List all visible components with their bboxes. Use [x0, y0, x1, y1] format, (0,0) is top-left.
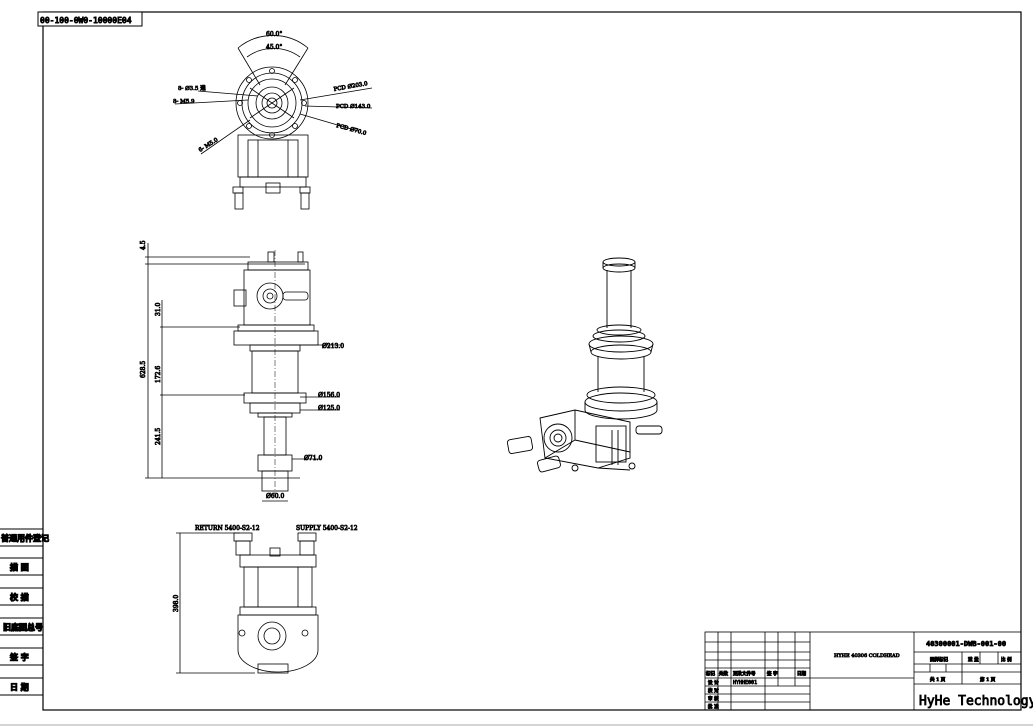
sheet-border — [42, 11, 1022, 711]
angle-60-label: 60.0° — [266, 31, 282, 38]
hole-callout-3: 6- M5.0 — [198, 137, 220, 154]
drawing-number: 40300001-DWB-001-00 — [926, 640, 1006, 648]
strip-label-4: 签 字 — [9, 652, 29, 662]
dia-60-label: Ø60.0 — [266, 493, 284, 500]
dim-top-label: 4.5 — [140, 240, 147, 250]
row-reviewer: 审 核 — [708, 695, 719, 702]
hole-callout-2: 8- M5.9 — [173, 99, 195, 105]
title-block: 标记 处数 更改文件号 签 字 日期 设 计 HYHHE001 校 对 审 核 … — [704, 631, 1033, 711]
row-checker: 校 对 — [708, 687, 719, 694]
supply-port-label: SUPPLY 5400-S2-12 — [296, 525, 358, 532]
dia-71-label: Ø71.0 — [304, 455, 322, 462]
rev-header-3: 签 字 — [766, 670, 778, 677]
rev-header-0: 标记 — [705, 670, 715, 677]
rev-header-2: 更改文件号 — [733, 670, 756, 677]
sheet-current: 第 1 页 — [980, 676, 996, 683]
dia-213-label: Ø213.0 — [322, 343, 344, 350]
tb-header-mark: 图样标记 — [930, 656, 948, 663]
isometric-view — [506, 257, 663, 473]
pcd-203-label: PCD Ø203.0 — [333, 80, 369, 93]
top-view: 60.0° 45.0° — [173, 31, 373, 210]
strip-label-1: 描 图 — [10, 562, 29, 572]
left-registration-strip: 普通用件登记 描 图 校 描 旧底图总号 签 字 日 期 — [0, 528, 50, 710]
svg-text:00-100-0W0-10000E04: 00-100-0W0-10000E04 — [40, 16, 132, 25]
row-designer: 设 计 — [708, 679, 719, 686]
tb-header-weight: 重 量 — [968, 656, 979, 663]
strip-label-5: 日 期 — [10, 682, 29, 692]
side-view: 4.5 31.0 628.5 172.6 241.5 Ø213.0 Ø156.0 — [140, 240, 345, 502]
pcd-70-label: PCD Ø70.0 — [335, 122, 367, 137]
sheet-total: 共 1 页 — [930, 676, 946, 683]
strip-label-2: 校 描 — [10, 592, 29, 602]
drawing-number-box: 00-100-0W0-10000E04 — [37, 11, 143, 27]
angle-45-label: 45.0° — [266, 44, 282, 51]
rev-header-4: 日期 — [797, 670, 806, 677]
strip-label-3: 旧底图总号 — [3, 622, 43, 632]
bottom-view: RETURN 5400-S2-12 SUPPLY 5400-S2-12 398.… — [173, 525, 358, 674]
dim-mid-label: 172.6 — [155, 366, 162, 383]
drawing-title: HYHE 40306 COLDHEAD — [834, 653, 900, 659]
dim-lower-label: 241.5 — [155, 428, 162, 445]
strip-label-0: 普通用件登记 — [1, 533, 49, 543]
dim-step-label: 31.0 — [155, 302, 162, 316]
pcd-143-label: PCD Ø143.0 — [336, 103, 371, 110]
dia-156-label: Ø156.0 — [318, 392, 340, 399]
height-398-label: 398.0 — [173, 595, 180, 612]
row-approver: 批 准 — [708, 703, 719, 710]
designer-name: HYHHE001 — [733, 680, 757, 686]
dim-total-label: 628.5 — [140, 361, 147, 378]
tb-header-scale: 比 例 — [1001, 656, 1012, 663]
dia-125-label: Ø125.0 — [318, 405, 340, 412]
return-port-label: RETURN 5400-S2-12 — [195, 525, 260, 532]
rev-header-1: 处数 — [718, 670, 728, 677]
hole-callout-1: 8- Ø3.5 通 — [178, 84, 206, 92]
company-name: HyHe Technology — [919, 694, 1033, 709]
